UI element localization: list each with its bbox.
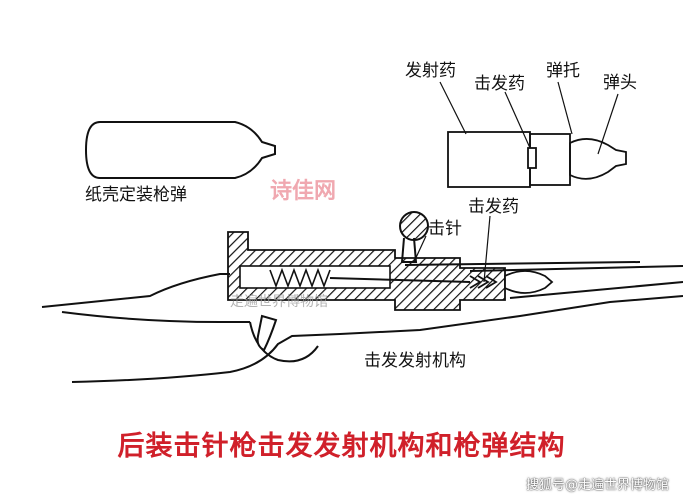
label-sabot: 弹托	[546, 61, 580, 81]
paper-cartridge-drawing	[84, 121, 276, 179]
label-firing-pin: 击针	[428, 219, 462, 239]
label-propellant: 发射药	[405, 61, 456, 81]
primer-arrows	[469, 275, 498, 289]
source-credit: 搜狐号@走遍世界博物馆	[525, 478, 669, 493]
firing-spring	[269, 267, 331, 289]
cartridge-section-drawing	[447, 131, 627, 188]
label-primer-top: 击发药	[474, 74, 525, 94]
rifle-drawing	[41, 211, 683, 383]
firing-pin-rod	[329, 277, 471, 283]
watermark-museum: 走遍世界博物馆	[230, 293, 328, 310]
label-mechanism: 击发发射机构	[364, 351, 466, 371]
watermark-site: 诗佳网	[270, 179, 336, 204]
label-bullet: 弹头	[603, 73, 637, 93]
diagram-caption: 后装击针枪击发发射机构和枪弹结构	[117, 431, 566, 462]
chambered-bullet	[504, 270, 554, 294]
label-paper-cartridge: 纸壳定装枪弹	[85, 185, 187, 205]
label-primer-mid: 击发药	[468, 197, 519, 217]
label-leader-lines	[413, 81, 619, 283]
